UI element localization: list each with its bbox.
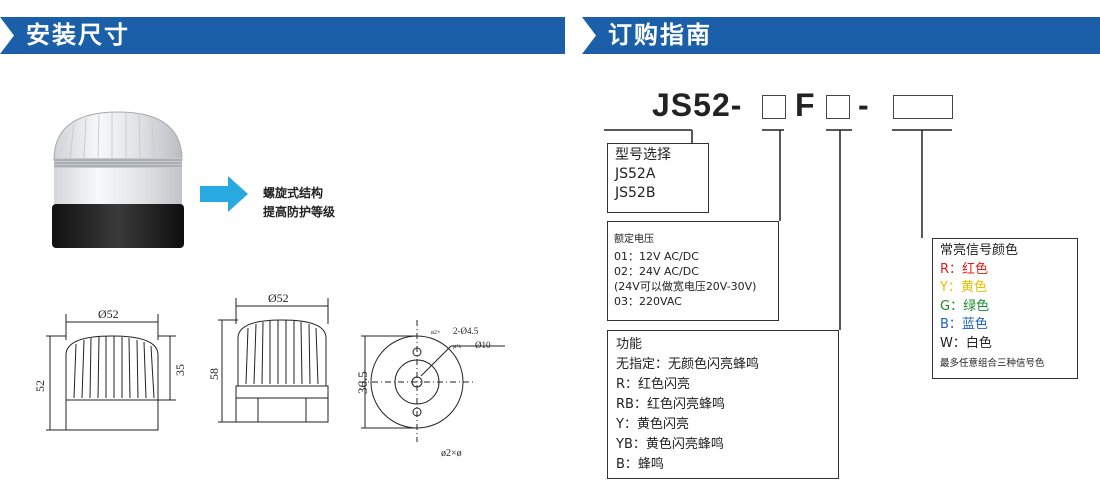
bottom-caption: ø2×ø [441, 448, 462, 459]
colors-title: 常亮信号颜色 [940, 243, 1019, 258]
side-view-drawing: Ø52 58 [207, 291, 329, 423]
bottom-hole-note-1: 2-Ø4.5 [453, 326, 479, 336]
function-title: 功能 [616, 337, 643, 352]
bottom-view-drawing: ø2× 2-Ø4.5 µ¼ Ø10 36.5 ø2×ø [355, 320, 505, 459]
section-title-install-size: 安装尺寸 [26, 21, 130, 49]
code-slot-colors [893, 95, 953, 119]
function-item: R：红色闪亮 [616, 377, 691, 392]
color-item-green: G：绿色 [940, 298, 1070, 317]
function-item: B：蜂鸣 [616, 457, 664, 472]
color-name: 红色 [962, 261, 989, 277]
model-title: 型号选择 [615, 147, 671, 163]
voltage-item: (24V可以做宽电压20V-30V) [614, 280, 757, 293]
order-code-mid: F [795, 87, 816, 123]
voltage-item: 02：24V AC/DC [614, 265, 699, 278]
color-item-blue: B：蓝色 [940, 316, 1070, 335]
color-name: 黄色 [960, 280, 987, 295]
front-height-dome-label: 35 [173, 364, 187, 376]
color-key: G： [940, 298, 964, 314]
front-view-drawing: Ø52 52 35 [33, 307, 187, 431]
order-code-prefix: JS52- [652, 87, 743, 123]
bottom-tiny-label-1: ø2× [431, 330, 440, 336]
front-height-total-label: 52 [33, 380, 47, 392]
feature-text: 螺旋式结构 提高防护等级 [263, 184, 335, 222]
color-name: 蓝色 [961, 317, 988, 332]
function-item: Y：黄色闪亮 [616, 417, 689, 432]
side-width-label: Ø52 [268, 291, 289, 305]
color-item-yellow: Y：黄色 [940, 279, 1070, 298]
function-item: 无指定：无颜色闪亮蜂鸣 [616, 357, 760, 372]
voltage-title: 额定电压 [614, 234, 654, 245]
color-item-red: R：红色 [940, 261, 1070, 280]
bottom-tiny-label-2: µ¼ [453, 344, 461, 350]
arrow-right-icon [200, 176, 248, 212]
section-header-order-guide: 订购指南 [582, 17, 1100, 54]
color-key: B： [940, 317, 962, 332]
connector-lines [604, 129, 952, 330]
model-box: 型号选择 JS52A JS52B [607, 143, 709, 213]
bottom-height-label: 36.5 [355, 371, 370, 394]
section-header-install-size: 安装尺寸 [0, 17, 565, 54]
color-item-white: W：白色 [940, 335, 1070, 354]
color-key: W： [940, 335, 966, 351]
function-box: 功能 无指定：无颜色闪亮蜂鸣 R：红色闪亮 RB：红色闪亮蜂鸣 Y：黄色闪亮 Y… [607, 330, 839, 479]
color-name: 白色 [965, 335, 992, 351]
function-item: RB：红色闪亮蜂鸣 [616, 397, 725, 412]
bottom-hole-note-2: Ø10 [475, 340, 491, 350]
feature-line-1: 螺旋式结构 [263, 186, 324, 200]
function-item: YB：黄色闪亮蜂鸣 [616, 437, 724, 452]
order-code-dash: - [858, 87, 870, 123]
model-item: JS52B [615, 185, 656, 201]
model-item: JS52A [615, 166, 656, 182]
code-slot-voltage [762, 95, 786, 119]
signal-colors-box: 常亮信号颜色 R：红色 Y：黄色 G：绿色 B：蓝色 W：白色 最多任意组合三种… [932, 238, 1078, 379]
color-name: 绿色 [963, 298, 990, 314]
side-height-label: 58 [207, 368, 221, 380]
voltage-box: 额定电压 01：12V AC/DC 02：24V AC/DC (24V可以做宽电… [607, 221, 779, 321]
front-width-label: Ø52 [98, 307, 119, 321]
feature-line-2: 提高防护等级 [263, 205, 336, 219]
voltage-item: 03：220VAC [614, 295, 682, 308]
product-photo [52, 111, 184, 248]
voltage-item: 01：12V AC/DC [614, 250, 699, 263]
color-key: R： [940, 261, 963, 277]
color-key: Y： [940, 280, 961, 295]
section-title-order-guide: 订购指南 [608, 21, 712, 49]
code-slot-function [826, 95, 850, 119]
colors-note: 最多任意组合三种信号色 [940, 358, 1045, 369]
